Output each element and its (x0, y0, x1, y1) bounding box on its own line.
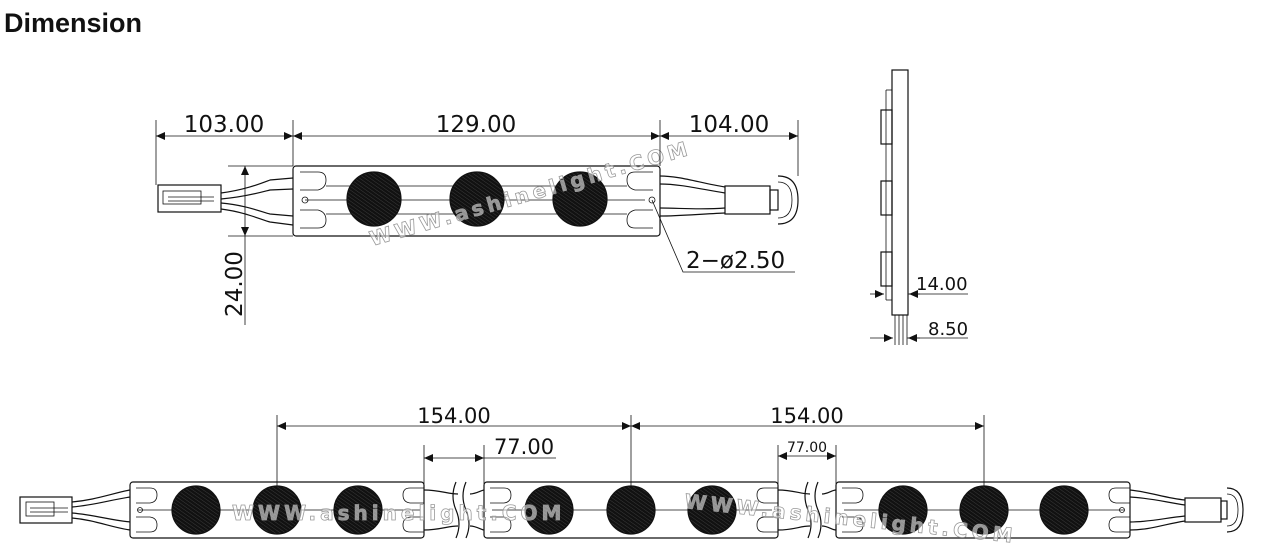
dim-center-label: 129.00 (436, 112, 516, 138)
dim-height-label: 24.00 (222, 251, 248, 317)
chain-module-3 (835, 481, 1131, 539)
dim-left-label: 103.00 (184, 112, 264, 138)
chain-led-lens (171, 485, 221, 535)
dim-gap-2-label: 77.00 (787, 440, 827, 456)
left-wires (220, 177, 294, 226)
chain-led-lens (687, 485, 737, 535)
page-title: Dimension (4, 8, 143, 38)
hole-callout-label: 2−ø2.50 (686, 248, 785, 274)
right-wires (659, 175, 726, 217)
top-view: WWW.ashinelight.COM 103.00 129.00 104.00 (155, 112, 799, 325)
chain-module-1 (129, 481, 425, 539)
led-lens-2 (449, 171, 505, 227)
side-view: 14.00 8.50 (870, 69, 968, 345)
mounting-hole-right (648, 196, 656, 204)
dim-right-label: 104.00 (689, 112, 769, 138)
dim-pitch-1-label: 154.00 (417, 404, 490, 428)
chain-watermark-1: WWW.ashinelight.COM (232, 501, 565, 525)
led-lens-1 (346, 171, 402, 227)
chain-module-2 (483, 481, 779, 539)
chain-led-lens (524, 485, 574, 535)
wire-break-2 (777, 481, 837, 539)
chain-led-lens (878, 485, 928, 535)
left-connector (157, 184, 222, 213)
chain-led-lens (1039, 485, 1089, 535)
chain-view: WWW.ashinelight.COM WWW.ashinelight.COM … (19, 404, 1244, 548)
wire-break-1 (423, 481, 485, 539)
led-lens-3 (552, 171, 608, 227)
watermark: WWW.ashinelight.COM (367, 136, 694, 251)
mounting-hole-left (301, 196, 309, 204)
chain-right-connector (1129, 487, 1244, 533)
dim-gap-1-label: 77.00 (494, 435, 554, 459)
dim-pitch-2-label: 154.00 (770, 404, 843, 428)
dim-side-total-label: 14.00 (916, 274, 968, 295)
chain-led-lens (333, 485, 383, 535)
dim-side-body-label: 8.50 (928, 319, 968, 340)
right-connector (724, 175, 799, 225)
chain-led-lens (606, 485, 656, 535)
module-body (292, 165, 661, 237)
chain-left-connector (19, 489, 131, 531)
